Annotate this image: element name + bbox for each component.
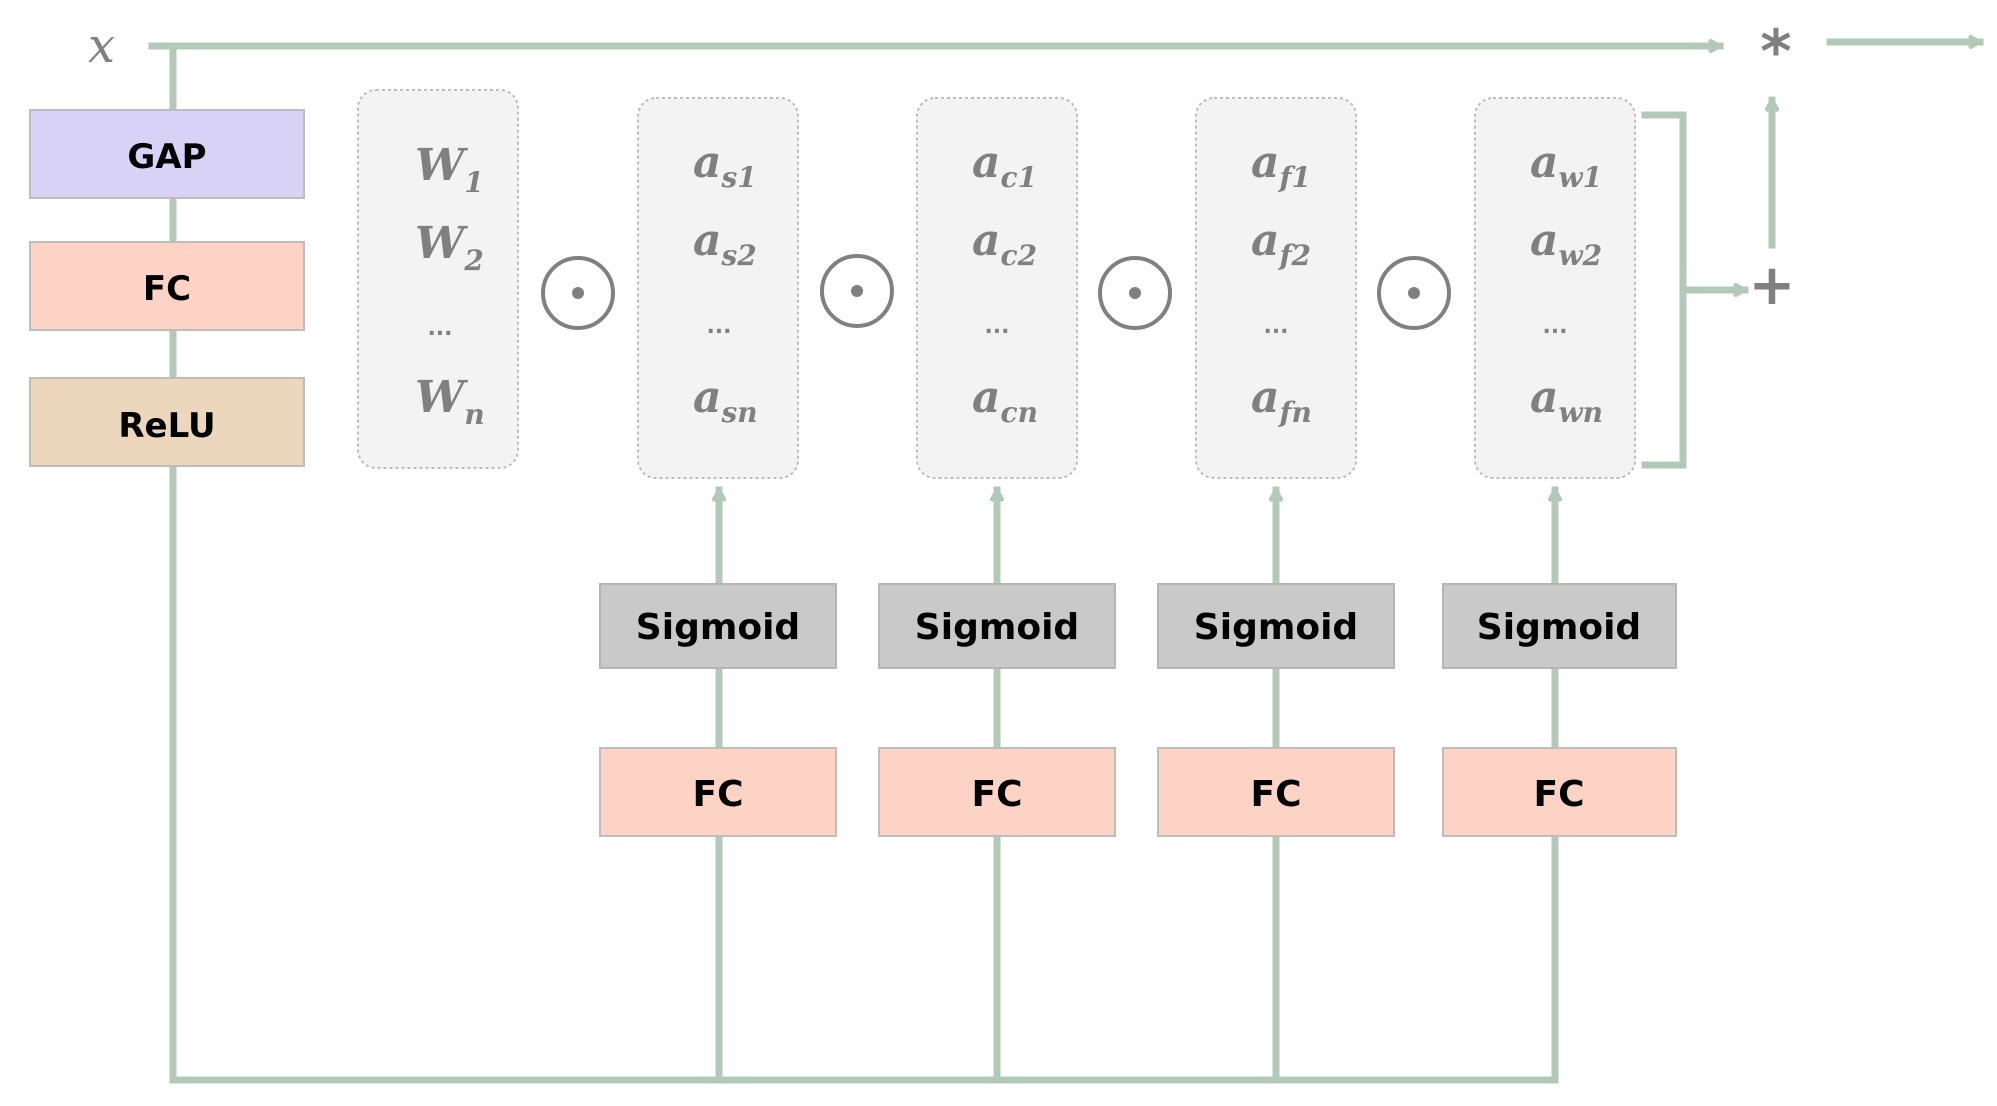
- branch-fc-box-4: [1442, 747, 1677, 837]
- attention-w-2: aw2: [1530, 215, 1602, 272]
- fc-box-left: [29, 241, 305, 331]
- attention-s-2: as2: [693, 215, 757, 272]
- attention-column-s-box: [637, 97, 799, 479]
- branch-fc-label-1: FC: [692, 774, 743, 815]
- weights-column-box: [357, 89, 519, 469]
- weights-column: W1 W2 ... Wn: [357, 89, 519, 469]
- attention-c-n: acn: [972, 372, 1038, 429]
- attention-column-s: as1 as2 ... asn: [637, 97, 799, 479]
- relu-box: [29, 377, 305, 467]
- weight-dots: ...: [427, 316, 452, 341]
- sigmoid-box-1: [599, 583, 837, 669]
- attention-f-n: afn: [1251, 372, 1312, 429]
- sum-operator: +: [1749, 253, 1796, 318]
- attention-f-1: af1: [1251, 137, 1311, 194]
- attention-s-1: as1: [693, 137, 757, 194]
- attention-column-f: af1 af2 ... afn: [1195, 97, 1357, 479]
- sigmoid-boxes: Sigmoid Sigmoid Sigmoid Sigmoid: [599, 583, 1677, 669]
- input-label: x: [88, 18, 115, 74]
- hadamard-operators: [541, 254, 1451, 330]
- attention-c-dots: ...: [984, 314, 1009, 339]
- attention-column-w: aw1 aw2 ... awn: [1474, 97, 1636, 479]
- attention-column-c: ac1 ac2 ... acn: [916, 97, 1078, 479]
- branch-fc-box-3: [1157, 747, 1395, 837]
- branch-fc-label-3: FC: [1250, 774, 1301, 815]
- branch-fc-box-2: [878, 747, 1116, 837]
- relu-label: ReLU: [118, 406, 215, 446]
- attention-f-dots: ...: [1263, 314, 1288, 339]
- sigmoid-box-4: [1442, 583, 1677, 669]
- sigmoid-box-3: [1157, 583, 1395, 669]
- weight-2: W2: [415, 218, 484, 277]
- hadamard-operator-2: [820, 254, 894, 328]
- branch-fc-label-4: FC: [1533, 774, 1584, 815]
- attention-w-n: awn: [1530, 372, 1603, 429]
- attention-column-w-box: [1474, 97, 1636, 479]
- attention-column-f-box: [1195, 97, 1357, 479]
- sum-bracket: [1641, 111, 1687, 469]
- left-stack: GAP FC ReLU: [29, 109, 305, 467]
- attention-c-1: ac1: [972, 137, 1037, 194]
- hadamard-operator-1: [541, 256, 615, 330]
- gap-label: GAP: [127, 137, 206, 177]
- sigmoid-label-3: Sigmoid: [1194, 607, 1358, 648]
- attention-w-dots: ...: [1542, 314, 1567, 339]
- branch-fc-boxes: FC FC FC FC: [599, 747, 1677, 837]
- weight-n: Wn: [415, 372, 485, 431]
- attention-s-dots: ...: [706, 314, 731, 339]
- fc-label-left: FC: [143, 269, 191, 309]
- hadamard-operator-4: [1377, 256, 1451, 330]
- attention-column-c-box: [916, 97, 1078, 479]
- sigmoid-label-4: Sigmoid: [1477, 607, 1641, 648]
- weight-1: W1: [415, 140, 484, 199]
- sigmoid-box-2: [878, 583, 1116, 669]
- branch-fc-label-2: FC: [971, 774, 1022, 815]
- attention-f-2: af2: [1251, 215, 1311, 272]
- hadamard-operator-3: [1098, 256, 1172, 330]
- sigmoid-label-2: Sigmoid: [915, 607, 1079, 648]
- multiply-operator: *: [1760, 17, 1791, 87]
- sigmoid-label-1: Sigmoid: [636, 607, 800, 648]
- attention-c-2: ac2: [972, 215, 1037, 272]
- attention-w-1: aw1: [1530, 137, 1602, 194]
- attention-s-n: asn: [693, 372, 758, 429]
- branch-fc-box-1: [599, 747, 837, 837]
- gap-box: [29, 109, 305, 199]
